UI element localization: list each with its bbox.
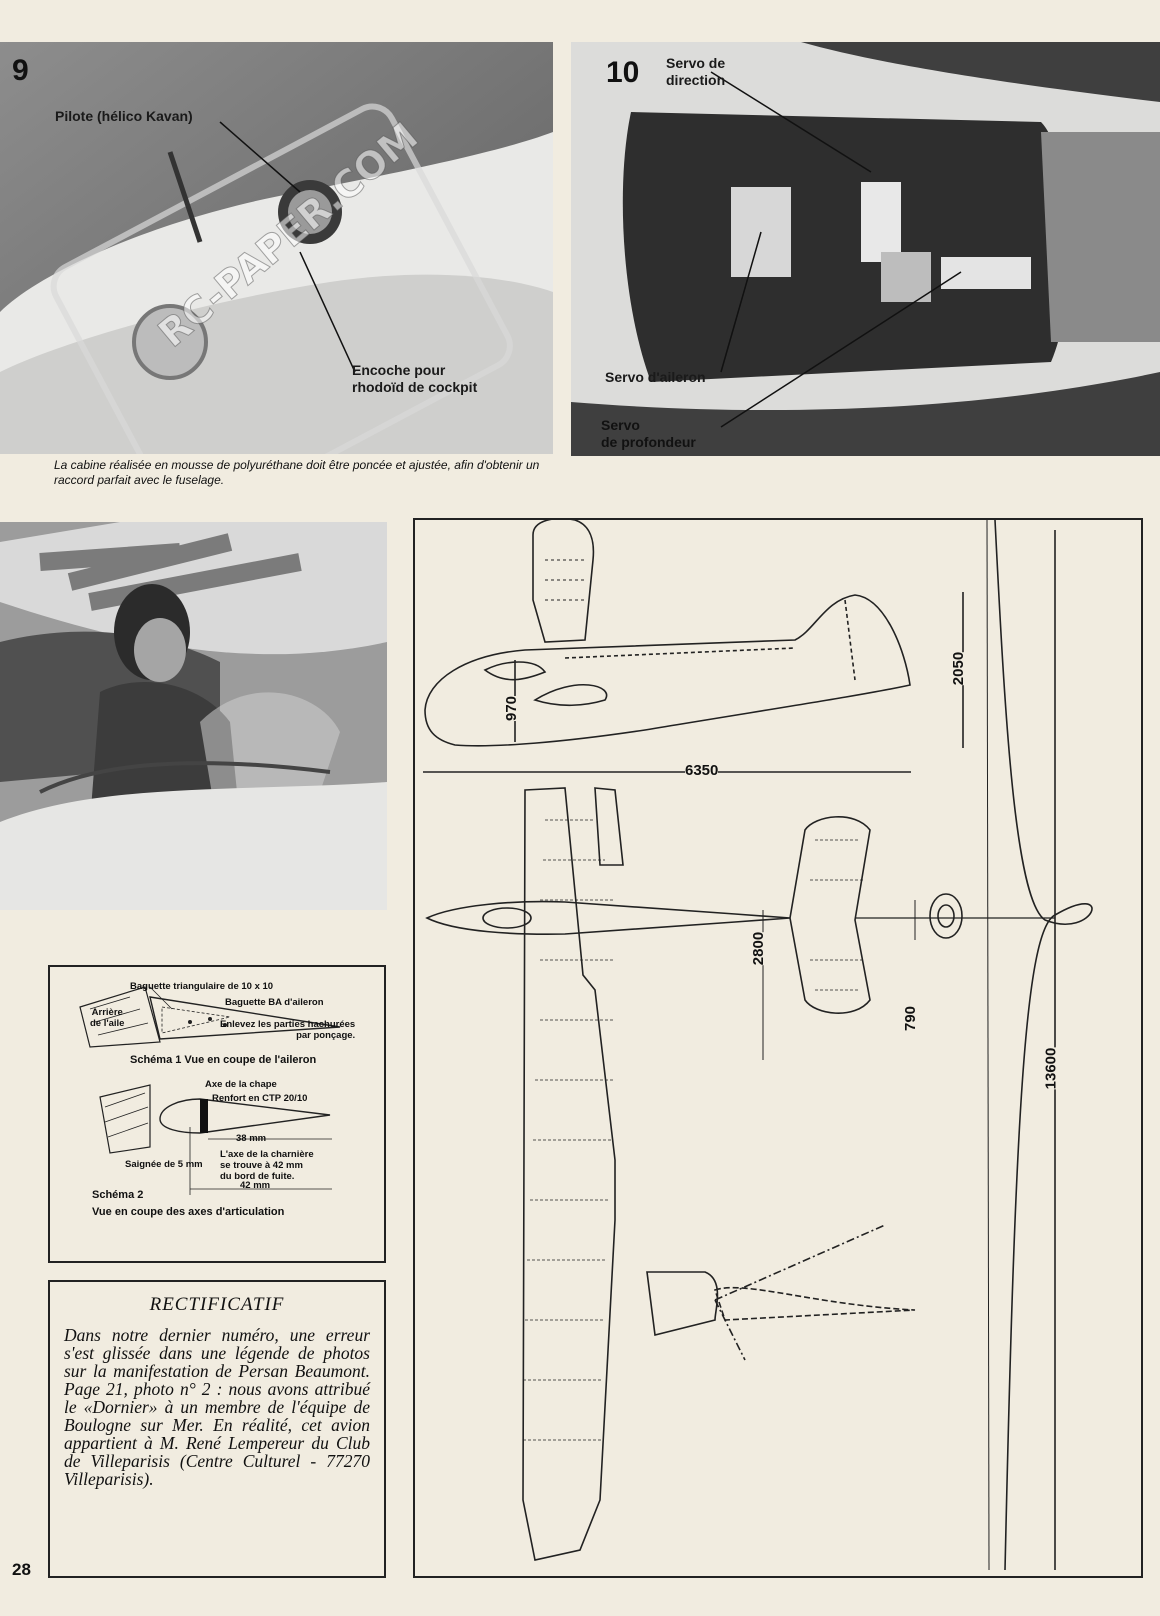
schema-box: Baguette triangulaire de 10 x 10 Baguett… [48,965,386,1263]
rectificatif-box: RECTIFICATIF Dans notre dernier numéro, … [48,1280,386,1578]
s1-baguette-tri: Baguette triangulaire de 10 x 10 [130,981,274,992]
aileron-servo-label: Servo d'aileron [605,369,706,385]
s2-subtitle: Vue en coupe des axes d'articulation [92,1206,285,1218]
dim-13600: 13600 [1042,1047,1060,1090]
three-view-drawing [423,520,1093,1571]
pilot-cockpit-image [0,522,387,910]
photo-caption: La cabine réalisée en mousse de polyurét… [54,458,540,487]
photo-10-number: 10 [606,56,640,89]
aileron-section-drawings [79,986,341,1195]
rectificatif-title: RECTIFICATIF [149,1294,285,1315]
notch-label: Encoche pour rhodoïd de cockpit [352,362,478,395]
rectificatif-body: Dans notre dernier numéro, une erreur s'… [64,1325,370,1489]
s2-renfort: Renfort en CTP 20/10 [212,1093,308,1104]
photo-9-image [0,42,553,454]
s2-title: Schéma 2 [92,1189,144,1201]
three-view-plan: 970 2050 6350 2800 790 13600 [413,518,1143,1578]
dim-6350: 6350 [685,762,719,779]
page-number: 28 [12,1560,31,1579]
photo-10-image [571,42,1160,456]
s2-charniere: L'axe de la charnière se trouve à 42 mm … [220,1149,314,1182]
photo-10: 10 Servo de direction Servo d'aileron Se… [571,42,1160,456]
s1-arriere: Arrière de l'aile [90,1007,125,1029]
s2-42mm: 42 mm [240,1180,271,1191]
s2-38mm: 38 mm [236,1133,267,1144]
photo-9-number: 9 [12,54,29,87]
pilot-label: Pilote (hélico Kavan) [55,108,193,124]
dim-970: 970 [503,695,521,722]
dim-2050: 2050 [950,651,968,686]
s2-axe: Axe de la chape [205,1079,277,1090]
s1-baguette-ba: Baguette BA d'aileron [225,997,324,1008]
dim-2800: 2800 [750,931,768,966]
s1-title: Schéma 1 Vue en coupe de l'aileron [130,1054,317,1066]
elevator-servo-label: Servo de profondeur [601,417,696,450]
s1-enlevez: Enlevez les parties hachurées par ponçag… [220,1019,356,1041]
photo-9: 9 Pilote (hélico Kavan) Encoche pour rho… [0,42,553,454]
s2-saignee: Saignée de 5 mm [125,1159,203,1170]
photo-pilot-cockpit [0,522,387,910]
dim-790: 790 [902,1005,920,1032]
rudder-servo-label: Servo de direction [666,55,726,88]
